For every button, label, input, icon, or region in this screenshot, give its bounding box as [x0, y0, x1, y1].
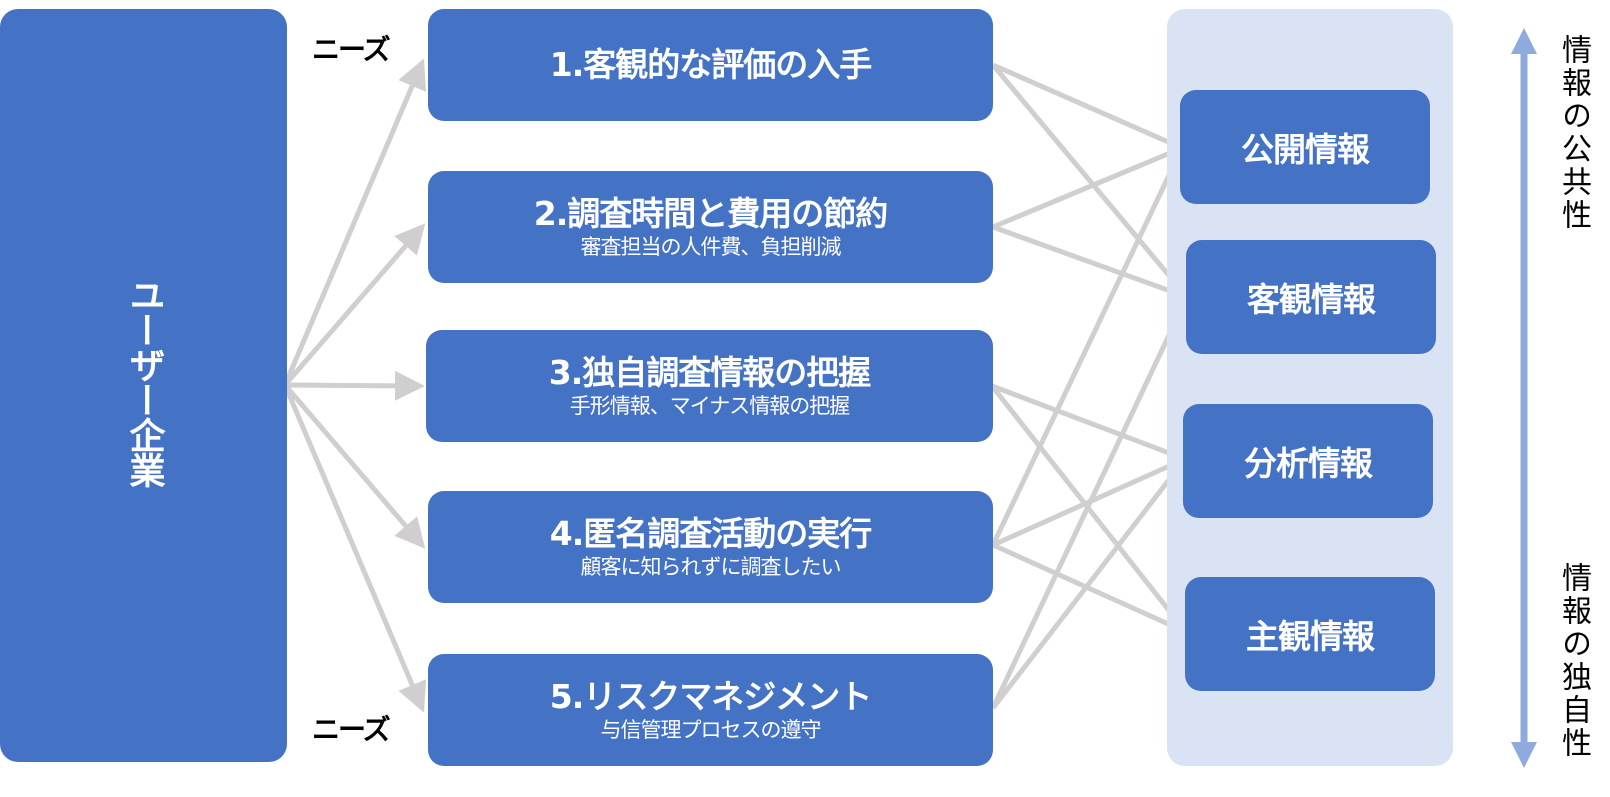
need-subtitle: 与信管理プロセスの遵守	[600, 718, 822, 742]
user-company-label: ユーザー企業	[123, 277, 165, 487]
needs-label-top: ニーズ	[312, 33, 391, 66]
arrow-down-icon	[1511, 742, 1537, 768]
connector-need5-info2	[990, 295, 1190, 710]
need-title: 5.リスクマネジメント	[549, 677, 872, 716]
info-label: 公開情報	[1241, 130, 1370, 169]
need-box-4: 4.匿名調査活動の実行 顧客に知られずに調査したい	[428, 491, 993, 603]
need-box-1: 1.客観的な評価の入手	[428, 9, 993, 121]
arrow-up-icon	[1511, 28, 1537, 54]
need-subtitle: 手形情報、マイナス情報の把握	[569, 394, 851, 418]
need-subtitle: 審査担当の人件費、負担削減	[580, 235, 842, 259]
need-title: 2.調査時間と費用の節約	[533, 194, 888, 233]
needs-label-bottom: ニーズ	[312, 713, 391, 746]
need-title: 3.独自調査情報の把握	[548, 353, 871, 392]
connector-need5-info3	[991, 457, 1187, 710]
need-arrow-1	[282, 58, 427, 386]
connector-need1-info1	[991, 62, 1184, 151]
connector-need1-info2	[991, 63, 1189, 299]
axis-label-publicness: 情報の公共性	[1556, 34, 1591, 232]
need-title: 4.匿名調査活動の実行	[549, 514, 872, 553]
need-subtitle: 顧客に知られずに調査したい	[580, 555, 842, 579]
need-title: 1.客観的な評価の入手	[549, 45, 872, 84]
need-arrow-3	[284, 370, 425, 401]
info-label: 分析情報	[1244, 444, 1373, 483]
info-box-analysis: 分析情報	[1183, 404, 1433, 518]
connector-need2-info1	[992, 145, 1183, 230]
info-label: 主観情報	[1246, 617, 1375, 656]
need-box-3: 3.独自調査情報の把握 手形情報、マイナス情報の把握	[426, 330, 993, 442]
info-box-objective: 客観情報	[1186, 240, 1436, 354]
connector-need3-info4	[990, 384, 1188, 634]
connector-need4-info4	[991, 542, 1188, 635]
user-company-box: ユーザー企業	[0, 9, 287, 762]
axis-label-uniqueness: 情報の独自性	[1556, 562, 1591, 760]
need-box-2: 2.調査時間と費用の節約 審査担当の人件費、負担削減	[428, 171, 993, 283]
need-box-5: 5.リスクマネジメント 与信管理プロセスの遵守	[428, 654, 993, 766]
need-arrow-5	[282, 384, 427, 713]
need-arrow-4	[283, 383, 426, 549]
info-box-subjective: 主観情報	[1185, 577, 1435, 691]
connector-need4-info3	[991, 456, 1187, 548]
connector-need2-info2	[992, 224, 1188, 300]
need-arrow-2	[283, 223, 426, 387]
info-label: 客観情報	[1247, 280, 1376, 319]
info-box-public: 公開情報	[1180, 90, 1430, 204]
connector-need3-info3	[991, 383, 1186, 462]
connector-need4-info1	[990, 146, 1185, 547]
